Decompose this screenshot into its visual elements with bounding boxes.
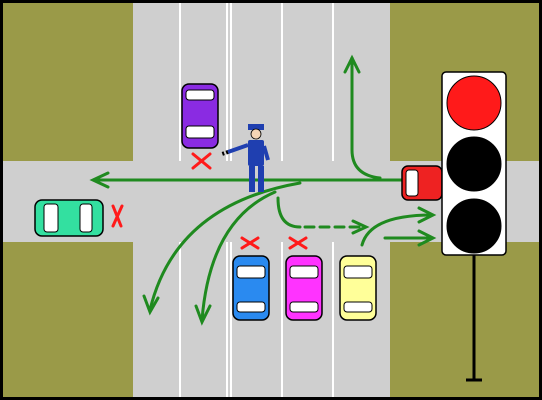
officer-icon bbox=[221, 124, 270, 192]
signal-lamp-bottom bbox=[446, 198, 502, 254]
direction-arrow-icon bbox=[200, 190, 277, 322]
grass-top-left bbox=[3, 3, 133, 161]
traffic-light-icon bbox=[441, 71, 507, 382]
grass-bottom-right bbox=[390, 242, 539, 397]
arrowhead bbox=[194, 304, 212, 326]
arrowhead bbox=[343, 54, 361, 74]
lane-markings bbox=[179, 3, 334, 397]
car-icon bbox=[285, 255, 323, 321]
car-icon bbox=[181, 83, 219, 149]
signal-lamp-middle bbox=[446, 136, 502, 192]
forbidden-x-icon bbox=[288, 236, 308, 250]
arrowhead bbox=[351, 219, 370, 235]
car-icon bbox=[232, 255, 270, 321]
forbidden-x-icon bbox=[191, 152, 212, 170]
grass-areas bbox=[3, 3, 539, 397]
forbidden-x-icon bbox=[240, 236, 260, 250]
grass-bottom-left bbox=[3, 242, 133, 397]
direction-arrow-icon bbox=[350, 56, 382, 180]
arrowhead bbox=[417, 206, 437, 224]
direction-arrow-icon bbox=[276, 196, 302, 229]
car-icon bbox=[339, 255, 377, 321]
direction-arrows bbox=[89, 54, 437, 326]
signal-lamp-red bbox=[446, 75, 502, 131]
car-icon bbox=[34, 199, 104, 237]
arrowhead bbox=[89, 171, 110, 189]
arrowhead bbox=[142, 294, 160, 316]
arrowhead bbox=[417, 229, 437, 247]
forbidden-x-icon bbox=[111, 204, 124, 228]
forbidden-marks bbox=[111, 152, 308, 250]
car-icon bbox=[401, 165, 443, 201]
direction-arrow-icon bbox=[148, 181, 302, 312]
direction-arrow-icon bbox=[360, 213, 434, 247]
officer-baton bbox=[221, 150, 229, 156]
